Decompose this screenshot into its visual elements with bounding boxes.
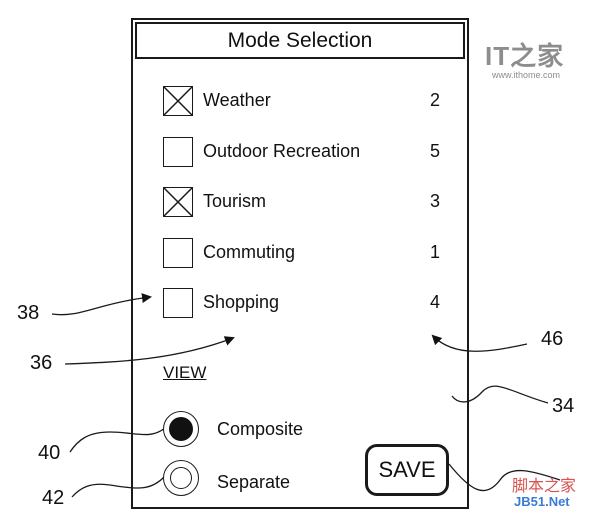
radio-unselected-ring — [170, 467, 192, 489]
checkbox-tourism[interactable] — [163, 187, 193, 217]
panel-title: Mode Selection — [135, 22, 465, 59]
mode-label-outdoor-recreation: Outdoor Recreation — [203, 141, 361, 161]
view-option-separate: Separate — [217, 472, 291, 492]
reference-numeral-36: 36 — [30, 352, 53, 374]
reference-numeral-46: 46 — [541, 328, 564, 350]
mode-label-commuting: Commuting — [203, 242, 296, 262]
lead-line-42 — [71, 475, 166, 498]
lead-line-40 — [69, 427, 166, 453]
mode-label-weather: Weather — [203, 90, 271, 110]
reference-numeral-34: 34 — [552, 395, 575, 417]
checkbox-commuting[interactable] — [163, 238, 193, 268]
mode-count-outdoor-recreation: 5 — [429, 141, 440, 161]
radio-selected-dot — [169, 417, 193, 441]
mode-count-shopping: 4 — [429, 292, 440, 312]
mode-label-tourism: Tourism — [203, 191, 267, 211]
lead-line-38 — [51, 293, 152, 316]
checkbox-weather[interactable] — [163, 86, 193, 116]
mode-count-weather: 2 — [429, 90, 440, 110]
jb51-watermark-top: 脚本之家 — [512, 478, 577, 495]
reference-numeral-38: 38 — [17, 302, 40, 324]
radio-composite[interactable] — [163, 411, 199, 447]
reference-numeral-42: 42 — [42, 487, 65, 509]
mode-count-tourism: 3 — [429, 191, 440, 211]
view-section-label: VIEW — [163, 363, 207, 382]
jb51-watermark-bottom: JB51.Net — [514, 494, 570, 509]
lead-line-36 — [64, 336, 235, 365]
lead-line-34 — [451, 385, 549, 404]
mode-selection-panel — [131, 18, 469, 509]
mode-count-commuting: 1 — [429, 242, 440, 262]
radio-separate[interactable] — [163, 460, 199, 496]
checkbox-outdoor-recreation[interactable] — [163, 137, 193, 167]
check-x-icon — [164, 188, 192, 216]
lead-line-save — [448, 463, 561, 492]
ithome-watermark-logo: IT之家 — [485, 41, 565, 71]
mode-label-shopping: Shopping — [203, 292, 280, 312]
save-button[interactable]: SAVE — [365, 444, 449, 496]
lead-line-46 — [431, 334, 528, 352]
view-option-composite: Composite — [217, 419, 304, 439]
check-x-icon — [164, 87, 192, 115]
ithome-watermark-url: www.ithome.com — [492, 70, 561, 80]
checkbox-shopping[interactable] — [163, 288, 193, 318]
reference-numeral-40: 40 — [38, 442, 61, 464]
